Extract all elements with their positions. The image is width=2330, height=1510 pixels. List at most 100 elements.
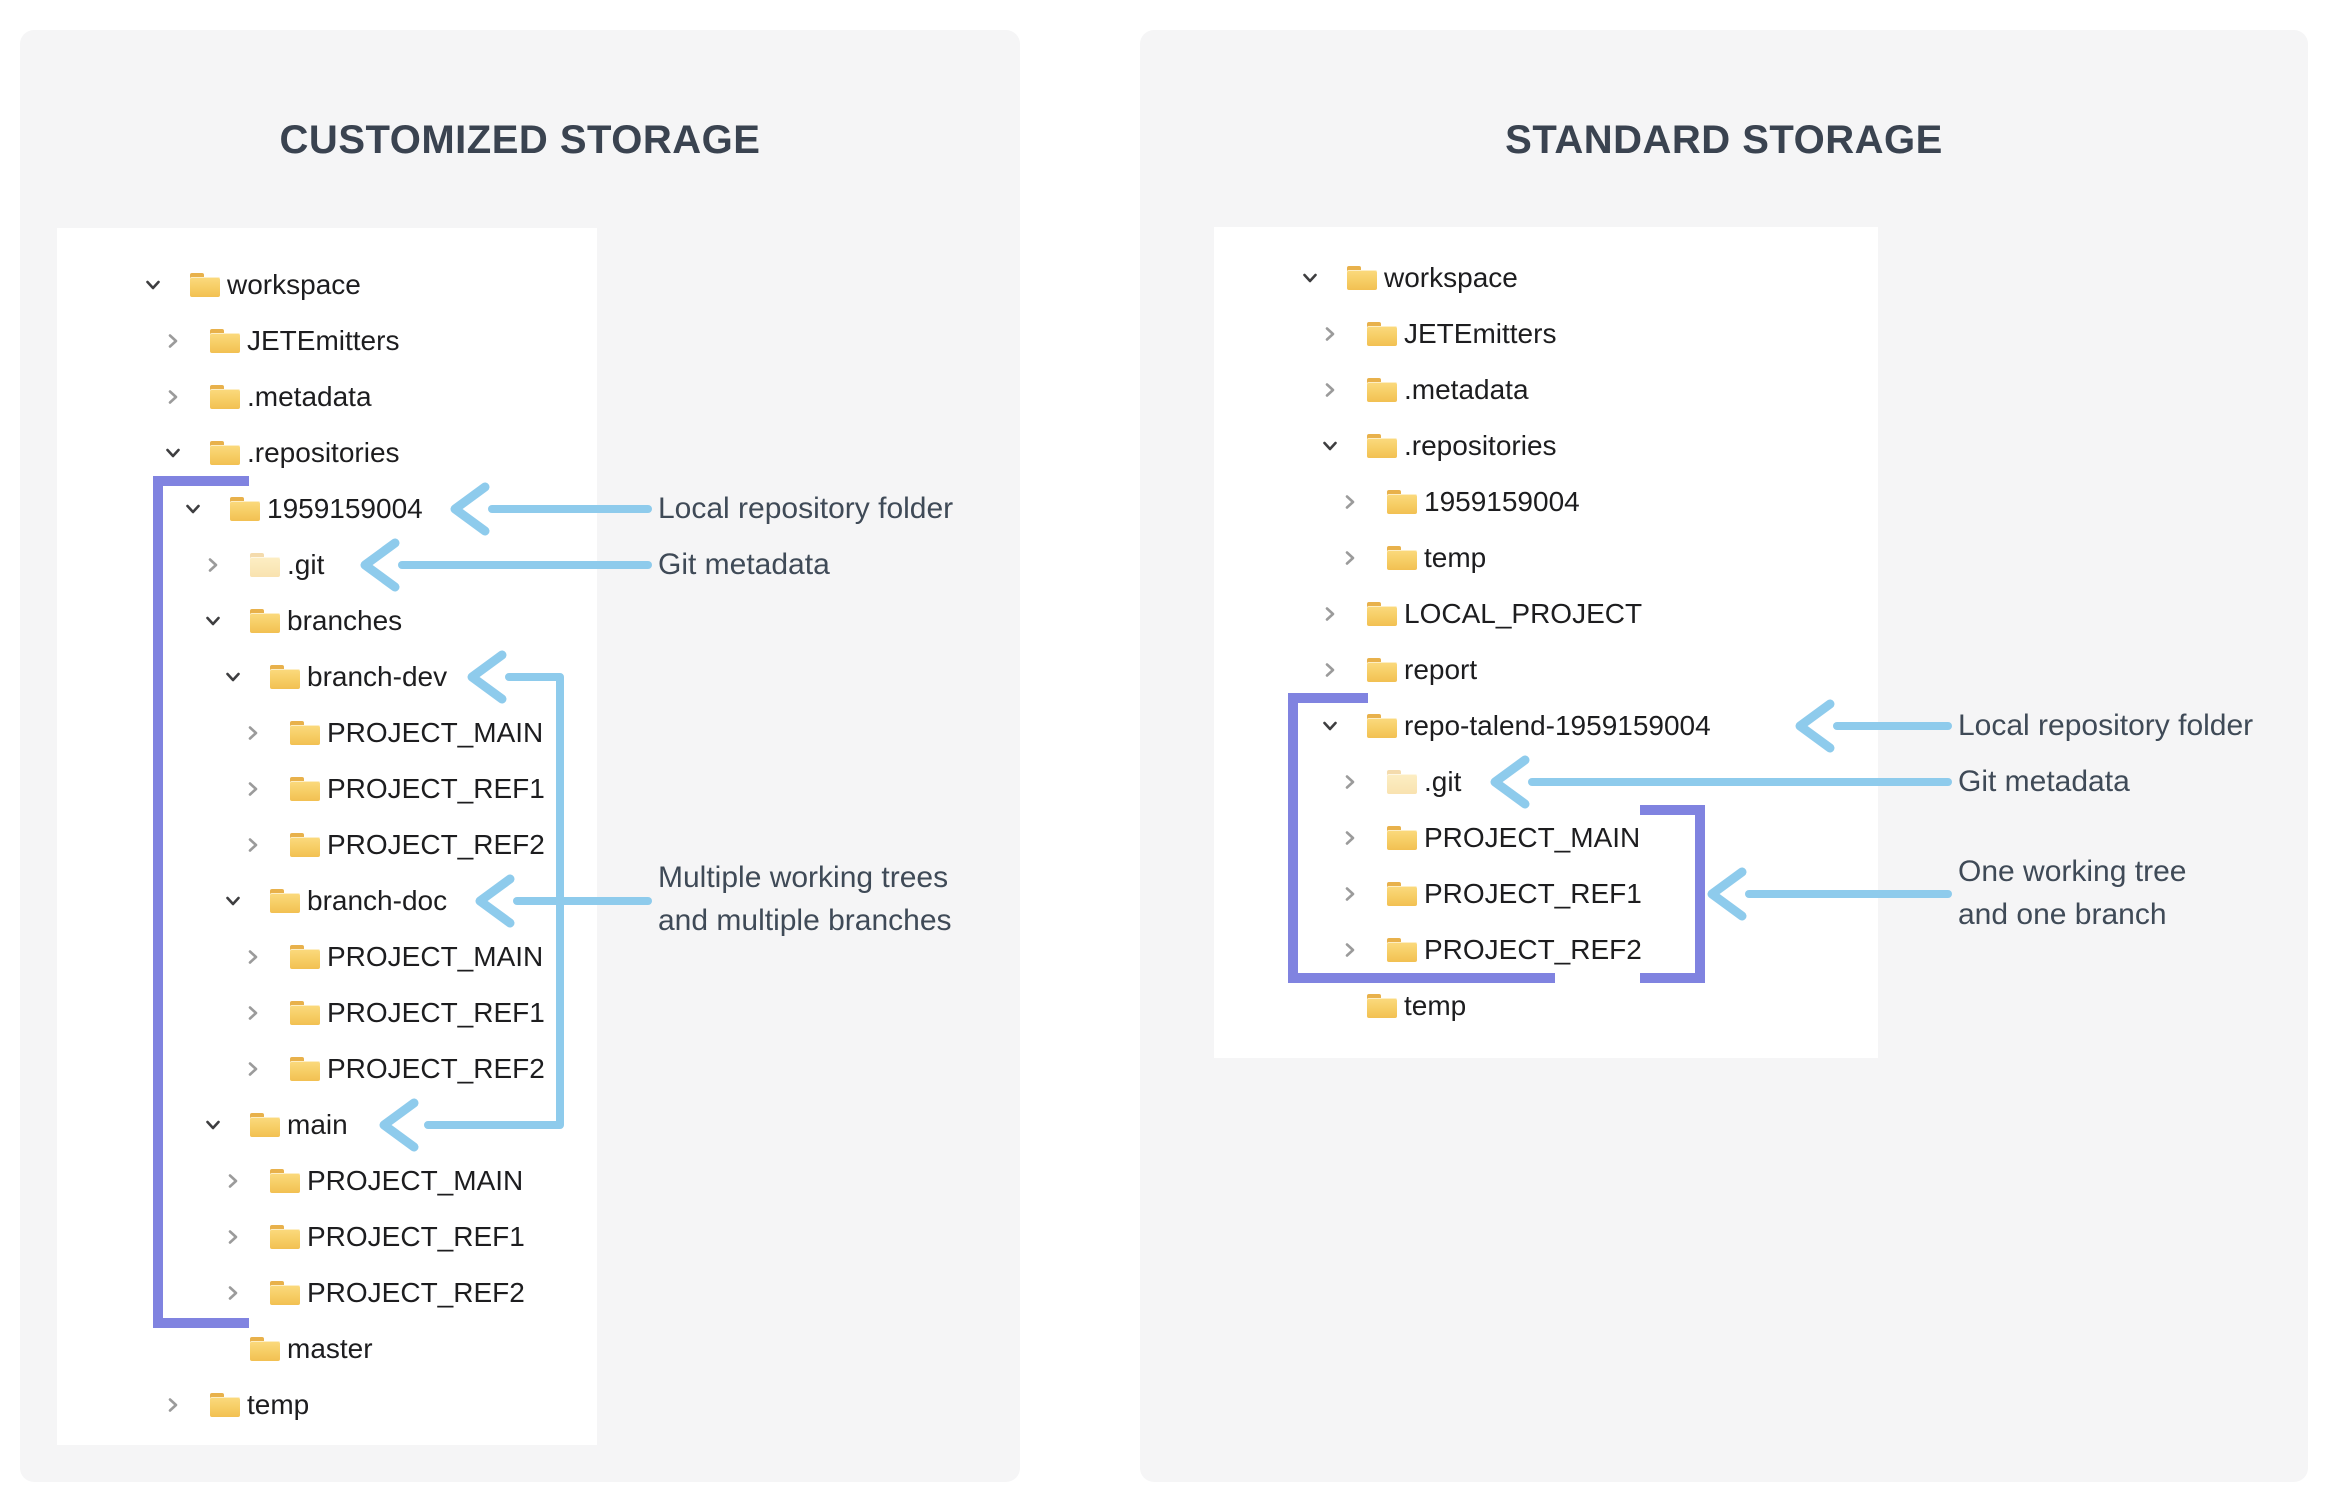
tree-row[interactable]: report (1214, 642, 1878, 698)
tree-row[interactable]: .metadata (57, 369, 597, 425)
tree-row[interactable]: .git (57, 537, 597, 593)
tree-item-label: temp (1404, 990, 1467, 1021)
tree-row[interactable]: PROJECT_REF2 (1214, 922, 1878, 978)
tree-item-label: repo-talend-1959159004 (1404, 710, 1711, 741)
chevron-down-icon[interactable] (142, 274, 164, 296)
chevron-right-icon[interactable] (162, 330, 184, 352)
chevron-right-icon[interactable] (1319, 379, 1341, 401)
tree-row[interactable]: PROJECT_MAIN (57, 705, 597, 761)
tree-item-label: PROJECT_MAIN (1424, 822, 1641, 853)
folder-icon (270, 665, 300, 689)
chevron-down-icon[interactable] (182, 498, 204, 520)
chevron-down-icon[interactable] (202, 610, 224, 632)
tree-row[interactable]: .metadata (1214, 362, 1878, 418)
tree-row[interactable]: repo-talend-1959159004 (1214, 698, 1878, 754)
tree-row[interactable]: PROJECT_MAIN (57, 929, 597, 985)
tree-item-label: PROJECT_REF1 (327, 997, 545, 1028)
folder-icon (1367, 714, 1397, 738)
tree-row[interactable]: JETEmitters (57, 313, 597, 369)
chevron-right-icon[interactable] (1339, 939, 1361, 961)
tree-item-label: PROJECT_REF2 (327, 1053, 545, 1084)
tree-row[interactable]: branch-dev (57, 649, 597, 705)
tree-row[interactable]: PROJECT_REF2 (57, 1041, 597, 1097)
chevron-down-icon[interactable] (1299, 267, 1321, 289)
tree-row[interactable]: main (57, 1097, 597, 1153)
tree-row[interactable]: .repositories (1214, 418, 1878, 474)
chevron-right-icon[interactable] (242, 1002, 264, 1024)
chevron-right-icon[interactable] (1319, 659, 1341, 681)
tree-row[interactable]: PROJECT_MAIN (57, 1153, 597, 1209)
tree-item-label: PROJECT_REF1 (307, 1221, 525, 1252)
chevron-right-icon[interactable] (242, 1058, 264, 1080)
tree-row[interactable]: workspace (57, 257, 597, 313)
tree-item-label: PROJECT_REF1 (1424, 878, 1642, 909)
folder-icon (270, 889, 300, 913)
chevron-right-icon[interactable] (1339, 491, 1361, 513)
chevron-down-icon[interactable] (162, 442, 184, 464)
chevron-right-icon[interactable] (242, 946, 264, 968)
chevron-right-icon[interactable] (222, 1170, 244, 1192)
chevron-down-icon[interactable] (222, 890, 244, 912)
folder-icon (1367, 994, 1397, 1018)
chevron-right-icon[interactable] (162, 386, 184, 408)
tree-row[interactable]: JETEmitters (1214, 306, 1878, 362)
chevron-right-icon[interactable] (1319, 323, 1341, 345)
tree-row[interactable]: LOCAL_PROJECT (1214, 586, 1878, 642)
tree-row[interactable]: branch-doc (57, 873, 597, 929)
chevron-right-icon[interactable] (1339, 827, 1361, 849)
chevron-down-icon[interactable] (1319, 715, 1341, 737)
tree-row[interactable]: PROJECT_REF2 (57, 1265, 597, 1321)
tree-row[interactable]: .repositories (57, 425, 597, 481)
folder-icon (1367, 378, 1397, 402)
tree-row[interactable]: PROJECT_MAIN (1214, 810, 1878, 866)
tree-row[interactable]: temp (1214, 530, 1878, 586)
tree-item-label: JETEmitters (247, 325, 400, 356)
tree-row[interactable]: branches (57, 593, 597, 649)
folder-icon (290, 833, 320, 857)
tree-row[interactable]: PROJECT_REF1 (57, 985, 597, 1041)
tree-row[interactable]: PROJECT_REF1 (1214, 866, 1878, 922)
tree-row[interactable]: 1959159004 (57, 481, 597, 537)
tree-row[interactable]: workspace (1214, 250, 1878, 306)
tree-row[interactable]: PROJECT_REF1 (57, 761, 597, 817)
chevron-right-icon[interactable] (222, 1226, 244, 1248)
tree-row[interactable]: PROJECT_REF2 (57, 817, 597, 873)
tree-row[interactable]: master (57, 1321, 597, 1377)
chevron-down-icon[interactable] (222, 666, 244, 688)
tree-row[interactable]: .git (1214, 754, 1878, 810)
tree-item-label: branches (287, 605, 403, 636)
tree-row[interactable]: 1959159004 (1214, 474, 1878, 530)
chevron-down-icon[interactable] (1319, 435, 1341, 457)
folder-icon (230, 497, 260, 521)
annotation-git-metadata-right: Git metadata (1958, 765, 2130, 798)
chevron-right-icon[interactable] (242, 778, 264, 800)
tree-item-label: PROJECT_MAIN (327, 717, 544, 748)
tree-item-label: temp (247, 1389, 310, 1420)
chevron-right-icon[interactable] (1339, 771, 1361, 793)
folder-icon (250, 1113, 280, 1137)
folder-icon (1367, 658, 1397, 682)
tree-item-label: workspace (227, 269, 361, 300)
tree-row[interactable]: temp (1214, 978, 1878, 1034)
tree-item-label: .git (1424, 766, 1462, 797)
chevron-right-icon[interactable] (242, 722, 264, 744)
chevron-down-icon[interactable] (202, 1114, 224, 1136)
tree-item-label: PROJECT_MAIN (307, 1165, 524, 1196)
chevron-right-icon[interactable] (202, 554, 224, 576)
chevron-right-icon[interactable] (242, 834, 264, 856)
folder-icon (1367, 602, 1397, 626)
folder-icon (1367, 434, 1397, 458)
chevron-right-icon[interactable] (1339, 883, 1361, 905)
tree-row[interactable]: temp (57, 1377, 597, 1433)
tree-item-label: PROJECT_REF1 (327, 773, 545, 804)
chevron-right-icon[interactable] (1339, 547, 1361, 569)
tree-row[interactable]: PROJECT_REF1 (57, 1209, 597, 1265)
chevron-right-icon[interactable] (222, 1282, 244, 1304)
chevron-right-icon[interactable] (1319, 603, 1341, 625)
annotation-multiple-trees-line2: and multiple branches (658, 904, 952, 937)
chevron-right-icon[interactable] (162, 1394, 184, 1416)
folder-icon (190, 273, 220, 297)
tree-item-label: .metadata (1404, 374, 1529, 405)
